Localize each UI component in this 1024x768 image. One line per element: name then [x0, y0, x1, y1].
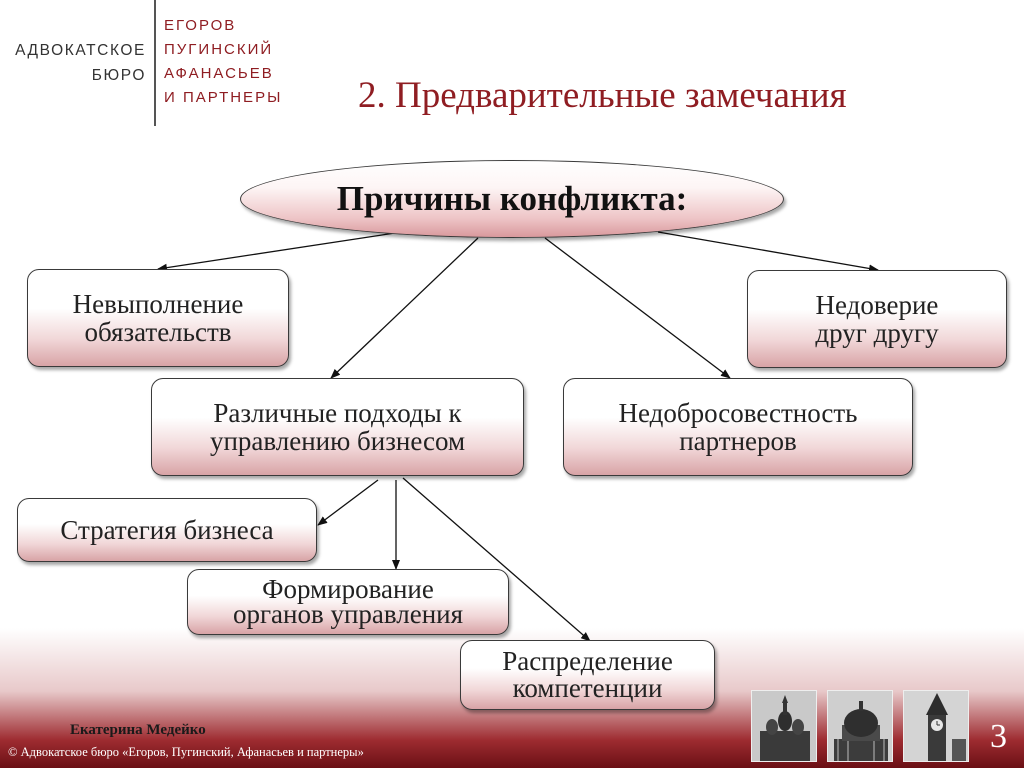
- node-business-approaches: Различные подходы к управлению бизнесом: [151, 378, 524, 476]
- logo-line: АДВОКАТСКОЕ: [15, 42, 146, 59]
- logo-line: АФАНАСЬЕВ: [164, 65, 274, 82]
- node-competence-distribution: Распределение компетенции: [460, 640, 715, 710]
- root-node-label: Причины конфликта:: [336, 179, 688, 218]
- node-label-line: Стратегия бизнеса: [60, 515, 274, 545]
- node-label-line: Формирование: [262, 574, 434, 604]
- logo-left-text: АДВОКАТСКОЕ БЮРО: [0, 38, 146, 88]
- node-label-line: Недобросовестность: [618, 398, 858, 428]
- logo-line: БЮРО: [91, 67, 146, 84]
- node-nonfulfillment: Невыполнение обязательств: [27, 269, 289, 367]
- arrow-to-nonfulfillment: [157, 232, 396, 272]
- node-bad-faith: Недобросовестность партнеров: [563, 378, 913, 476]
- dome-icon: [827, 690, 893, 762]
- page-number: 3: [990, 718, 1007, 755]
- node-governance-formation: Формирование органов управления: [187, 569, 509, 635]
- arrow-to-strategy: [317, 479, 379, 526]
- node-label-line: управлению бизнесом: [209, 426, 466, 456]
- logo-divider: [154, 0, 156, 126]
- arrow-to-approaches: [330, 237, 479, 379]
- clock-tower-icon: [903, 690, 969, 762]
- root-node-conflict-causes: Причины конфликта:: [240, 160, 784, 238]
- logo-line: ЕГОРОВ: [164, 17, 237, 34]
- arrow-to-competence: [402, 477, 591, 642]
- slide-title: 2. Предварительные замечания: [358, 75, 847, 116]
- copyright-text: © Адвокатское бюро «Егоров, Пугинский, А…: [8, 745, 364, 759]
- node-label-line: обязательств: [84, 317, 232, 347]
- node-distrust: Недоверие друг другу: [747, 270, 1007, 368]
- node-business-strategy: Стратегия бизнеса: [17, 498, 317, 562]
- node-label-line: партнеров: [679, 426, 797, 456]
- node-label-line: органов управления: [232, 599, 464, 629]
- logo-line: И ПАРТНЕРЫ: [164, 89, 283, 106]
- arrow-to-bad-faith: [544, 237, 731, 379]
- node-label-line: Недоверие: [815, 290, 939, 320]
- node-label-line: компетенции: [512, 673, 663, 703]
- cathedral-icon: [751, 690, 817, 762]
- node-label-line: Различные подходы к: [213, 398, 462, 428]
- arrow-to-distrust: [657, 231, 879, 273]
- node-label-line: Распределение: [502, 646, 673, 676]
- logo-line: ПУГИНСКИЙ: [164, 41, 274, 58]
- author-name: Екатерина Медейко: [70, 722, 206, 738]
- logo-right-text: ЕГОРОВ ПУГИНСКИЙ АФАНАСЬЕВ И ПАРТНЕРЫ: [164, 14, 282, 110]
- node-label-line: Невыполнение: [72, 289, 244, 319]
- node-label-line: друг другу: [815, 318, 939, 348]
